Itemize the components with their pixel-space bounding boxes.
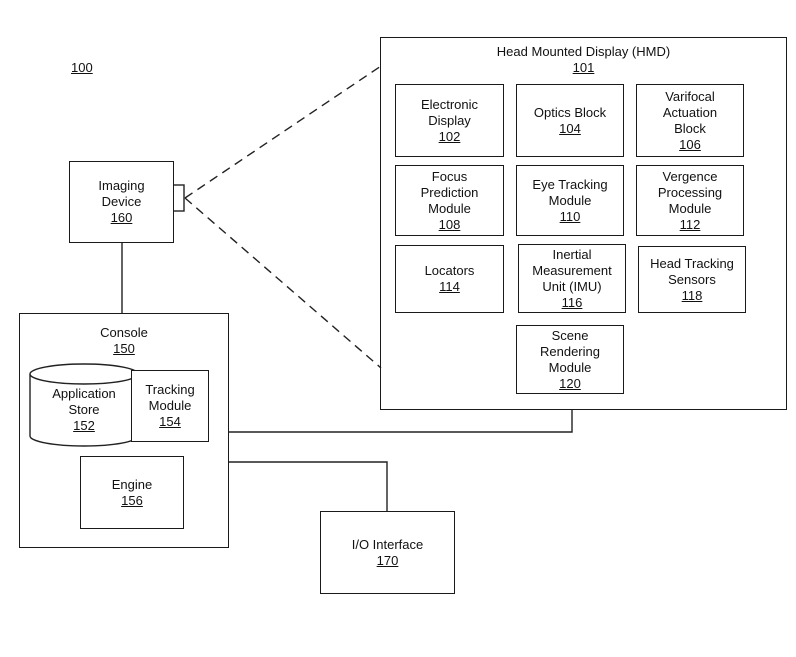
- link-console-hmd: [228, 410, 573, 433]
- application-store-label: Application Store 152: [30, 386, 138, 434]
- block-label-line: Prediction: [420, 184, 479, 200]
- block-label-line: Inertial: [552, 246, 592, 262]
- block-number: 106: [679, 136, 701, 152]
- link-console-io: [228, 461, 388, 511]
- engine-block: Engine 156: [80, 456, 184, 529]
- block-label-line: Display: [428, 112, 471, 128]
- block-label-line: Module: [548, 359, 592, 375]
- console-title: Console 150: [19, 325, 229, 357]
- console-number: 150: [113, 341, 135, 356]
- block-label-line: Head Tracking: [650, 255, 734, 271]
- focus-prediction-module-block: Focus Prediction Module 108: [395, 165, 504, 236]
- scene-rendering-module-block: Scene Rendering Module 120: [516, 325, 624, 394]
- imu-block: Inertial Measurement Unit (IMU) 116: [518, 244, 626, 313]
- tracking-module-block: Tracking Module 154: [131, 370, 209, 442]
- block-number: 118: [681, 287, 703, 303]
- block-label-line: Store: [68, 402, 100, 417]
- block-label-line: Sensors: [668, 271, 716, 287]
- hmd-title-text: Head Mounted Display (HMD): [496, 44, 671, 59]
- electronic-display-block: Electronic Display 102: [395, 84, 504, 157]
- block-label-line: I/O Interface: [351, 536, 424, 552]
- head-tracking-sensors-block: Head Tracking Sensors 118: [638, 246, 746, 313]
- block-number: 112: [679, 216, 701, 232]
- hmd-number: 101: [572, 60, 595, 75]
- block-label-line: Tracking: [145, 382, 195, 397]
- block-label-line: Scene: [551, 327, 589, 343]
- block-label-line: Application: [52, 386, 116, 401]
- console-title-text: Console: [100, 325, 148, 340]
- block-number: 152: [73, 418, 95, 433]
- block-number: 170: [376, 552, 399, 568]
- hmd-title: Head Mounted Display (HMD) 101: [380, 44, 787, 76]
- block-label-line: Processing: [657, 184, 723, 200]
- block-label-line: Module: [548, 192, 592, 208]
- block-label-line: Locators: [424, 263, 475, 278]
- console-frame: [19, 313, 229, 548]
- optics-block: Optics Block 104: [516, 84, 624, 157]
- io-interface-block: I/O Interface 170: [320, 511, 455, 594]
- block-number: 116: [561, 294, 583, 310]
- block-label-line: Vergence: [662, 168, 718, 184]
- imaging-lens: [172, 184, 185, 212]
- vergence-processing-module-block: Vergence Processing Module 112: [636, 165, 744, 236]
- figure-reference: 100: [71, 60, 93, 75]
- block-label-line: Device: [101, 194, 142, 209]
- block-number: 154: [159, 414, 181, 429]
- block-number: 114: [439, 279, 460, 294]
- block-label-line: Rendering: [540, 343, 600, 359]
- block-label-line: Measurement: [532, 262, 612, 278]
- block-number: 160: [110, 210, 133, 225]
- block-label-line: Module: [428, 200, 471, 216]
- block-label-line: Block: [674, 120, 706, 136]
- view-line-top: [184, 65, 382, 199]
- block-label-line: Electronic: [420, 96, 479, 112]
- block-label-line: Varifocal: [665, 88, 715, 104]
- eye-tracking-module-block: Eye Tracking Module 110: [516, 165, 624, 236]
- block-label-line: Module: [148, 398, 192, 413]
- block-label-line: Optics Block: [533, 104, 607, 120]
- block-label-line: Actuation: [662, 104, 718, 120]
- block-number: 108: [438, 216, 461, 232]
- block-label-line: Engine: [111, 476, 153, 492]
- block-number: 104: [559, 120, 581, 136]
- block-label-line: Imaging: [98, 178, 145, 193]
- imaging-device-block: Imaging Device 160: [69, 161, 174, 243]
- block-number: 120: [559, 375, 581, 391]
- block-number: 110: [559, 208, 581, 224]
- block-label-line: Module: [668, 200, 712, 216]
- block-number: 156: [121, 492, 143, 508]
- block-number: 102: [438, 128, 461, 144]
- locators-block: Locators 114: [395, 245, 504, 313]
- block-label-line: Unit (IMU): [542, 278, 602, 294]
- block-label-line: Eye Tracking: [532, 176, 608, 192]
- view-line-bottom: [184, 197, 382, 369]
- varifocal-actuation-block: Varifocal Actuation Block 106: [636, 84, 744, 157]
- hmd-frame: [380, 37, 787, 410]
- block-label-line: Focus: [431, 168, 468, 184]
